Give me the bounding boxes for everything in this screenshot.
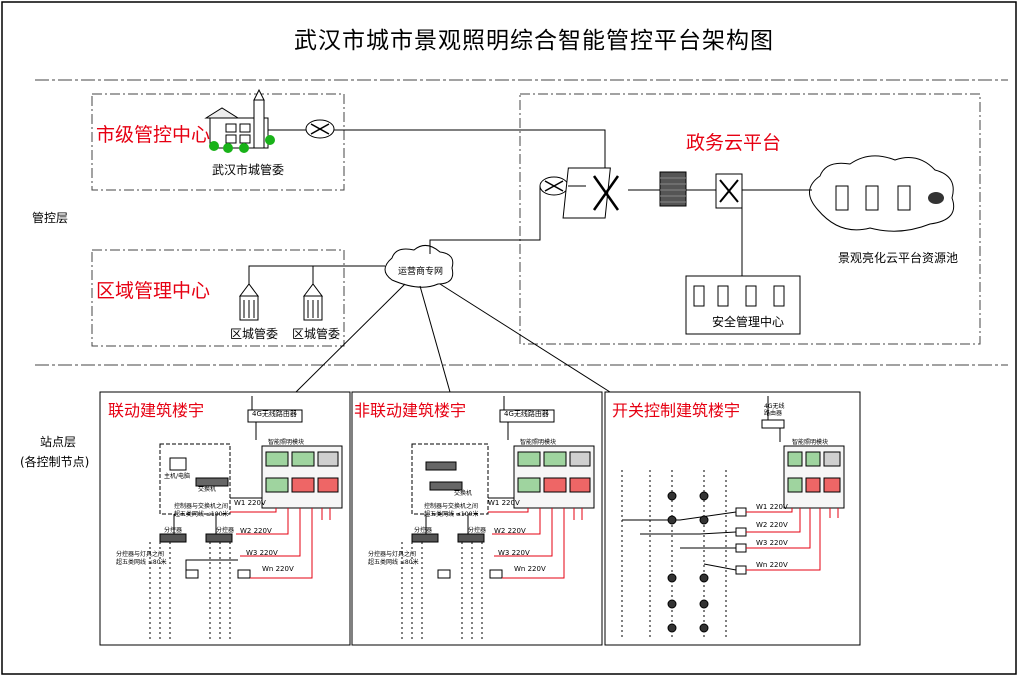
router-icon-cloud-edge	[539, 176, 569, 196]
circuit-w1-nonlinked: W1 220V	[488, 499, 520, 507]
label-module-nonlinked: 智能照明模块	[520, 439, 557, 446]
label-note-distance2-linked: 超五类网线 ≤100米	[174, 511, 229, 518]
linked-building-circuits	[230, 508, 331, 579]
label-router-linked: 4G无线路由器	[252, 410, 297, 418]
circuit-w3-switch: W3 220V	[756, 539, 788, 547]
circuit-w2-switch: W2 220V	[756, 521, 788, 529]
circuit-w3-nonlinked: W3 220V	[498, 549, 530, 557]
layer-label-control: 管控层	[32, 211, 69, 225]
label-module-switch: 智能照明模块	[792, 439, 829, 446]
control-connections	[248, 129, 812, 393]
circuit-w3-linked: W3 220V	[246, 549, 278, 557]
zone-nonlinked-building	[351, 391, 603, 646]
label-host-linked: 主机/电脑	[164, 473, 191, 480]
label-router-switch-2: 路由器	[764, 410, 783, 417]
label-splitter-nonlinked-2: 分控器	[468, 527, 487, 534]
label-switch-linked: 交换机	[198, 486, 217, 493]
firewall-icon	[659, 171, 687, 207]
cloud-pool-shape	[809, 155, 955, 232]
label-note-splitter2-linked: 超五类网线 ≤80米	[116, 559, 167, 566]
zone-label-switch-building: 开关控制建筑楼宇	[612, 401, 741, 420]
label-security-center: 安全管理中心	[712, 315, 785, 329]
circuit-w1-switch: W1 220V	[756, 503, 788, 511]
label-note-distance-nonlinked: 控制器与交换机之间	[424, 503, 479, 510]
nonlinked-building-circuits	[488, 508, 583, 579]
zone-label-linked-building: 联动建筑楼宇	[108, 401, 205, 420]
label-note-splitter-linked: 分控器与灯具之间	[116, 551, 165, 558]
zone-linked-building	[99, 391, 351, 646]
label-note-splitter2-nonlinked: 超五类网线 ≤80米	[368, 559, 419, 566]
label-module-linked: 智能照明模块	[268, 439, 305, 446]
zone-gov-cloud	[519, 93, 981, 345]
label-splitter-linked-1: 分控器	[164, 527, 183, 534]
cloud-switch-icon	[715, 173, 743, 209]
circuit-w2-nonlinked: W2 220V	[494, 527, 526, 535]
server-icons-cloud	[835, 185, 944, 211]
label-district-committee-2: 区城管委	[292, 327, 341, 341]
label-switch-nonlinked: 交换机	[454, 490, 473, 497]
label-carrier-network: 运营商专网	[398, 267, 444, 277]
district-building-icon-1	[239, 283, 259, 321]
label-note-distance2-nonlinked: 超五类网线 ≤100米	[424, 511, 479, 518]
zone-district-center	[91, 249, 345, 347]
zone-label-nonlinked-building: 非联动建筑楼宇	[354, 401, 467, 420]
zone-city-center	[91, 93, 345, 191]
label-router-switch-1: 4G无线	[764, 403, 785, 410]
circuit-wn-linked: Wn 220V	[262, 565, 294, 573]
circuit-wn-nonlinked: Wn 220V	[514, 565, 546, 573]
zone-switch-building	[604, 391, 861, 646]
linked-building-equipment	[149, 396, 343, 640]
switch-building-equipment	[621, 396, 845, 640]
label-note-splitter-nonlinked: 分控器与灯具之间	[368, 551, 417, 558]
circuit-w2-linked: W2 220V	[240, 527, 272, 535]
router-icon-city	[305, 119, 335, 139]
circuit-w1-linked: W1 220V	[234, 499, 266, 507]
label-note-distance-linked: 控制器与交换机之间	[174, 503, 229, 510]
circuit-wn-switch: Wn 220V	[756, 561, 788, 569]
server-icons-security	[693, 285, 785, 307]
label-district-committee-1: 区城管委	[230, 327, 279, 341]
page-title: 武汉市城市景观照明综合智能管控平台架构图	[294, 28, 774, 54]
layer-label-station-sub: (各控制节点)	[20, 455, 90, 469]
nonlinked-building-equipment	[401, 396, 595, 640]
layer-label-station: 站点层	[40, 435, 77, 449]
label-router-nonlinked: 4G无线路由器	[504, 410, 549, 418]
carrier-network-cloud	[384, 245, 454, 288]
label-cloud-pool: 景观亮化云平台资源池	[838, 251, 959, 265]
core-switch-icon	[562, 167, 620, 219]
zone-label-gov-cloud: 政务云平台	[686, 132, 782, 154]
zone-label-city-center: 市级管控中心	[96, 124, 211, 146]
district-building-icon-2	[303, 283, 323, 321]
zone-label-district-center: 区域管理中心	[96, 280, 211, 302]
label-splitter-nonlinked-1: 分控器	[414, 527, 433, 534]
label-splitter-linked-2: 分控器	[216, 527, 235, 534]
switch-building-circuits	[746, 508, 839, 571]
label-city-committee: 武汉市城管委	[212, 163, 285, 177]
city-building-icon	[204, 88, 275, 153]
